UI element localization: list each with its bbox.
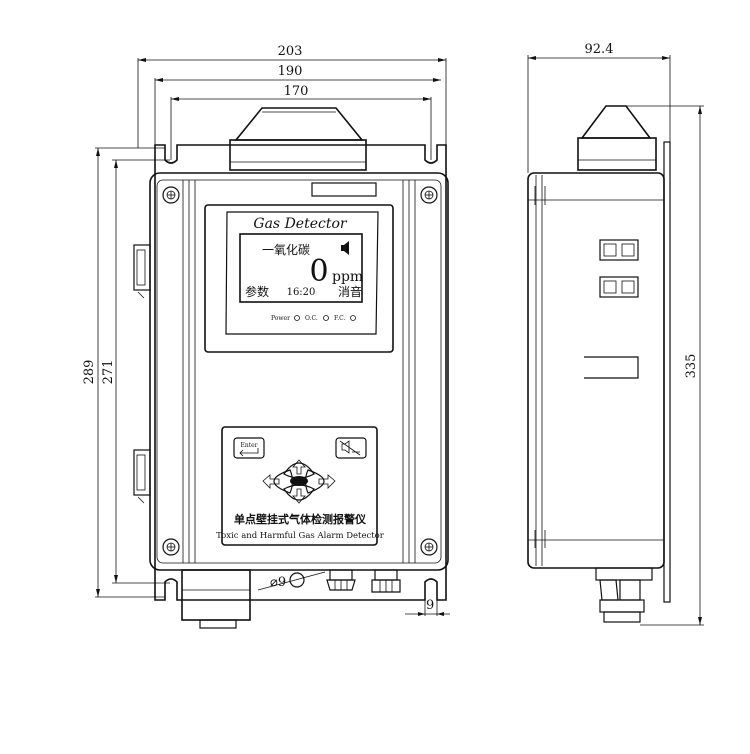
- speaker-icon: [341, 241, 349, 255]
- vent-grille: [599, 239, 639, 261]
- mute-key[interactable]: [335, 437, 367, 459]
- indicator-power-label: Power: [271, 315, 290, 322]
- side-bottom-glands: [595, 567, 653, 623]
- right-softkey: 消音: [338, 284, 362, 299]
- dim-9: 9: [426, 598, 434, 613]
- corner-screw-icon: [162, 186, 180, 204]
- hinge-bottom: [133, 449, 151, 504]
- dim-92-4: 92.4: [585, 42, 614, 57]
- reading-value: 0: [309, 254, 328, 289]
- hole-diameter-label: ⌀9: [270, 575, 286, 590]
- enter-key[interactable]: Enter: [233, 437, 265, 459]
- hinge-top: [133, 244, 151, 299]
- sensor-collar: [229, 139, 367, 171]
- side-dimensions: 92.4 335: [527, 42, 704, 626]
- indicator-oc-label: O.C.: [305, 315, 318, 322]
- front-view: Gas Detector 一氧化碳 0 ppm 参数 16:20 消音 Powe…: [133, 107, 449, 629]
- product-name-cn: 单点壁挂式气体检测报警仪: [234, 512, 367, 526]
- gas-name: 一氧化碳: [262, 243, 310, 257]
- side-sensor-cap: [580, 105, 652, 139]
- cable-gland-right: [371, 569, 401, 593]
- bottom-sensor: [181, 569, 251, 629]
- front-dimensions: 203 190 170 289 271 9: [82, 44, 450, 616]
- enclosure-body: [149, 172, 449, 571]
- fc-led-icon: [350, 315, 356, 321]
- dim-335: 335: [684, 354, 699, 379]
- indicator-fc-label: F.C.: [334, 315, 346, 322]
- dim-170: 170: [284, 84, 309, 99]
- nav-keypad: [262, 459, 336, 504]
- keypad-panel: [221, 426, 378, 546]
- side-sensor-collar: [577, 137, 657, 171]
- corner-screw-icon: [162, 538, 180, 556]
- dim-289: 289: [82, 360, 97, 385]
- side-mount-plate: [663, 141, 671, 603]
- mute-icon: [339, 440, 361, 456]
- product-name-en: Toxic and Harmful Gas Alarm Detector: [216, 531, 385, 541]
- indicator-row: Power O.C. F.C.: [271, 315, 356, 322]
- side-view: [527, 105, 671, 623]
- lcd-screen: [239, 233, 363, 303]
- time-readout: 16:20: [287, 287, 316, 298]
- sensor-cap: [234, 107, 364, 141]
- left-arrow-icon: [262, 474, 280, 489]
- left-softkey: 参数: [245, 284, 269, 299]
- label-plate: [311, 182, 377, 197]
- enter-key-label: Enter: [240, 442, 257, 449]
- corner-screw-icon: [420, 538, 438, 556]
- corner-screw-icon: [420, 186, 438, 204]
- down-arrow-icon: [292, 488, 306, 504]
- dim-203: 203: [278, 44, 303, 59]
- power-led-icon: [294, 315, 300, 321]
- dim-271: 271: [101, 360, 116, 385]
- dim-190: 190: [278, 64, 303, 79]
- side-body: [527, 172, 665, 569]
- right-arrow-icon: [318, 474, 336, 489]
- nav-center-key[interactable]: [290, 476, 308, 486]
- knockout-hole: [289, 572, 305, 588]
- mounting-plate: [154, 144, 447, 601]
- display-bezel: [204, 204, 394, 353]
- reading-unit: ppm: [332, 269, 363, 285]
- vent-grille: [599, 276, 639, 298]
- nav-right-key[interactable]: [304, 469, 325, 494]
- enter-arrow-icon: [239, 448, 259, 457]
- nav-left-key[interactable]: [273, 469, 294, 494]
- display-title: Gas Detector: [253, 216, 347, 232]
- side-step: [584, 356, 639, 379]
- oc-led-icon: [323, 315, 329, 321]
- up-arrow-icon: [292, 459, 306, 475]
- nav-down-key[interactable]: [283, 484, 315, 501]
- cable-gland-left: [326, 569, 356, 591]
